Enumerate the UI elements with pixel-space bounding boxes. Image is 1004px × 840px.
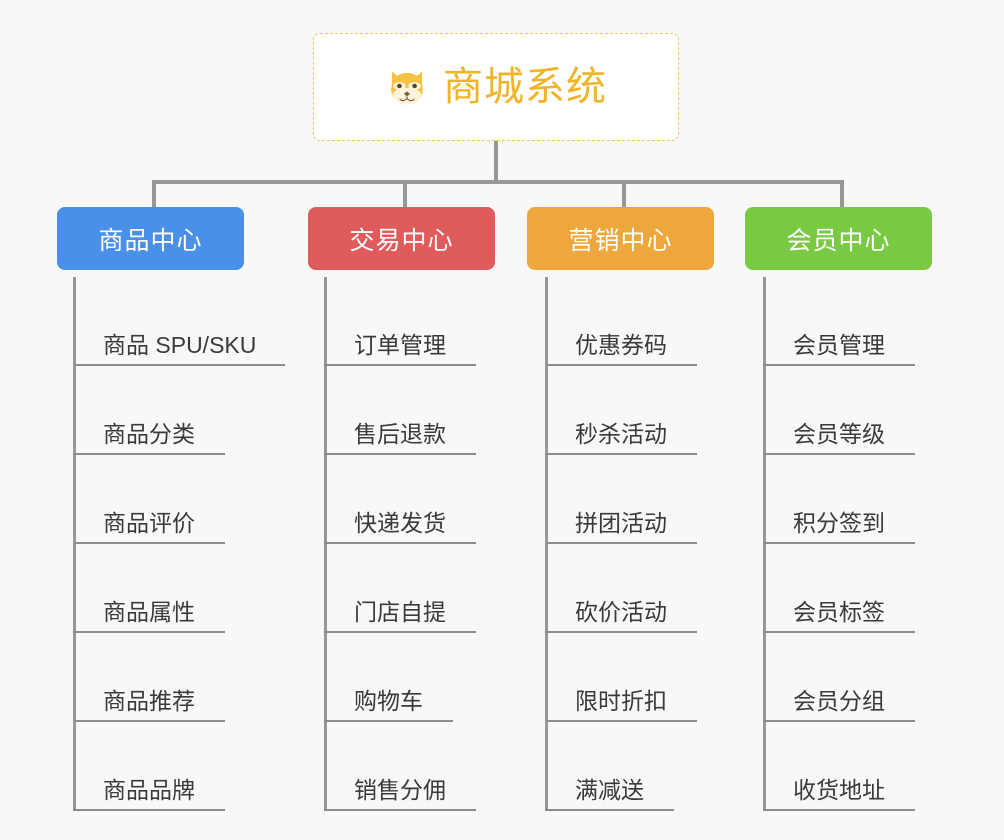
leaf-underline [73, 631, 225, 633]
leaf-underline [545, 809, 674, 811]
leaf-underline [763, 364, 915, 366]
leaf-item-label: 拼团活动 [575, 510, 667, 536]
category-label: 交易中心 [349, 226, 454, 255]
leaf-item[interactable]: 购物车 [324, 633, 453, 722]
category-drop-line-2 [403, 180, 407, 207]
column-spine [73, 277, 76, 811]
leaf-item-label: 砍价活动 [575, 599, 667, 625]
category-drop-line-4 [840, 180, 844, 207]
leaf-item[interactable]: 商品分类 [73, 366, 256, 455]
leaf-item-label: 门店自提 [354, 599, 446, 625]
leaf-item[interactable]: 会员等级 [763, 366, 915, 455]
leaf-item-label: 快递发货 [354, 510, 446, 536]
leaf-item-label: 商品品牌 [103, 777, 195, 803]
leaf-underline [73, 720, 225, 722]
leaf-item[interactable]: 优惠券码 [545, 277, 697, 366]
leaf-item[interactable]: 售后退款 [324, 366, 476, 455]
horizontal-bus-line [152, 180, 844, 184]
leaf-item[interactable]: 商品 SPU/SKU [73, 277, 285, 366]
leaf-underline [324, 631, 476, 633]
leaf-item[interactable]: 快递发货 [324, 455, 476, 544]
category-box-1[interactable]: 商品中心 [57, 207, 244, 270]
leaf-item-label: 秒杀活动 [575, 421, 667, 447]
leaf-item-label: 会员管理 [793, 332, 885, 358]
leaf-item[interactable]: 门店自提 [324, 544, 476, 633]
leaf-item[interactable]: 商品评价 [73, 455, 256, 544]
leaf-underline [545, 720, 697, 722]
root-connector-stub [494, 141, 498, 180]
leaf-item-label: 商品评价 [103, 510, 195, 536]
leaf-underline [763, 809, 915, 811]
leaf-underline [545, 542, 697, 544]
leaf-underline [324, 364, 476, 366]
leaf-item-label: 收货地址 [793, 777, 885, 803]
leaf-column-1: 商品 SPU/SKU 商品分类商品评价商品属性商品推荐商品品牌 [73, 277, 285, 811]
leaf-item[interactable]: 销售分佣 [324, 722, 476, 811]
leaf-item[interactable]: 满减送 [545, 722, 674, 811]
leaf-item[interactable]: 限时折扣 [545, 633, 697, 722]
column-spine [763, 277, 766, 811]
leaf-item[interactable]: 商品属性 [73, 544, 256, 633]
category-box-2[interactable]: 交易中心 [308, 207, 495, 270]
leaf-item-label: 会员分组 [793, 688, 885, 714]
leaf-item[interactable]: 收货地址 [763, 722, 915, 811]
leaf-item-label: 满减送 [575, 777, 644, 803]
category-label: 营销中心 [568, 226, 673, 255]
leaf-item[interactable]: 会员分组 [763, 633, 915, 722]
leaf-item-label: 积分签到 [793, 510, 885, 536]
column-spine [545, 277, 548, 811]
leaf-item-label: 商品属性 [103, 599, 195, 625]
leaf-underline [763, 720, 915, 722]
leaf-item-label: 会员等级 [793, 421, 885, 447]
root-node[interactable]: 商城系统 [313, 33, 679, 141]
leaf-item-label: 会员标签 [793, 599, 885, 625]
leaf-item-label: 订单管理 [354, 332, 446, 358]
leaf-item-label: 商品分类 [103, 421, 195, 447]
leaf-underline [763, 453, 915, 455]
category-label: 会员中心 [786, 226, 891, 255]
leaf-item-label: 优惠券码 [575, 332, 667, 358]
leaf-item-label: 商品 SPU/SKU [103, 332, 257, 358]
leaf-item-label: 购物车 [354, 688, 423, 714]
leaf-underline [324, 809, 476, 811]
category-drop-line-1 [152, 180, 156, 207]
leaf-item-label: 商品推荐 [103, 688, 195, 714]
category-box-4[interactable]: 会员中心 [745, 207, 932, 270]
leaf-item[interactable]: 会员管理 [763, 277, 915, 366]
category-drop-line-3 [622, 180, 626, 207]
leaf-column-2: 订单管理售后退款快递发货门店自提购物车销售分佣 [324, 277, 476, 811]
leaf-underline [324, 453, 476, 455]
leaf-underline [763, 631, 915, 633]
column-spine [324, 277, 327, 811]
leaf-item[interactable]: 拼团活动 [545, 455, 697, 544]
category-label: 商品中心 [98, 226, 203, 255]
leaf-underline [324, 720, 453, 722]
leaf-item[interactable]: 会员标签 [763, 544, 915, 633]
leaf-item-label: 销售分佣 [354, 777, 446, 803]
leaf-column-3: 优惠券码秒杀活动拼团活动砍价活动限时折扣满减送 [545, 277, 697, 811]
leaf-underline [545, 453, 697, 455]
leaf-underline [73, 542, 225, 544]
shiba-dog-face-icon [391, 71, 423, 105]
leaf-item[interactable]: 商品推荐 [73, 633, 256, 722]
leaf-item-label: 限时折扣 [575, 688, 667, 714]
leaf-underline [324, 542, 476, 544]
category-box-3[interactable]: 营销中心 [527, 207, 714, 270]
leaf-item[interactable]: 商品品牌 [73, 722, 256, 811]
leaf-underline [545, 364, 697, 366]
leaf-underline [763, 542, 915, 544]
leaf-item[interactable]: 积分签到 [763, 455, 915, 544]
leaf-underline [73, 809, 225, 811]
root-title: 商城系统 [443, 65, 607, 109]
leaf-item[interactable]: 砍价活动 [545, 544, 697, 633]
leaf-underline [73, 364, 285, 366]
leaf-item-label: 售后退款 [354, 421, 446, 447]
leaf-underline [73, 453, 225, 455]
leaf-column-4: 会员管理会员等级积分签到会员标签会员分组收货地址 [763, 277, 915, 811]
leaf-underline [545, 631, 697, 633]
leaf-item[interactable]: 秒杀活动 [545, 366, 697, 455]
leaf-item[interactable]: 订单管理 [324, 277, 476, 366]
